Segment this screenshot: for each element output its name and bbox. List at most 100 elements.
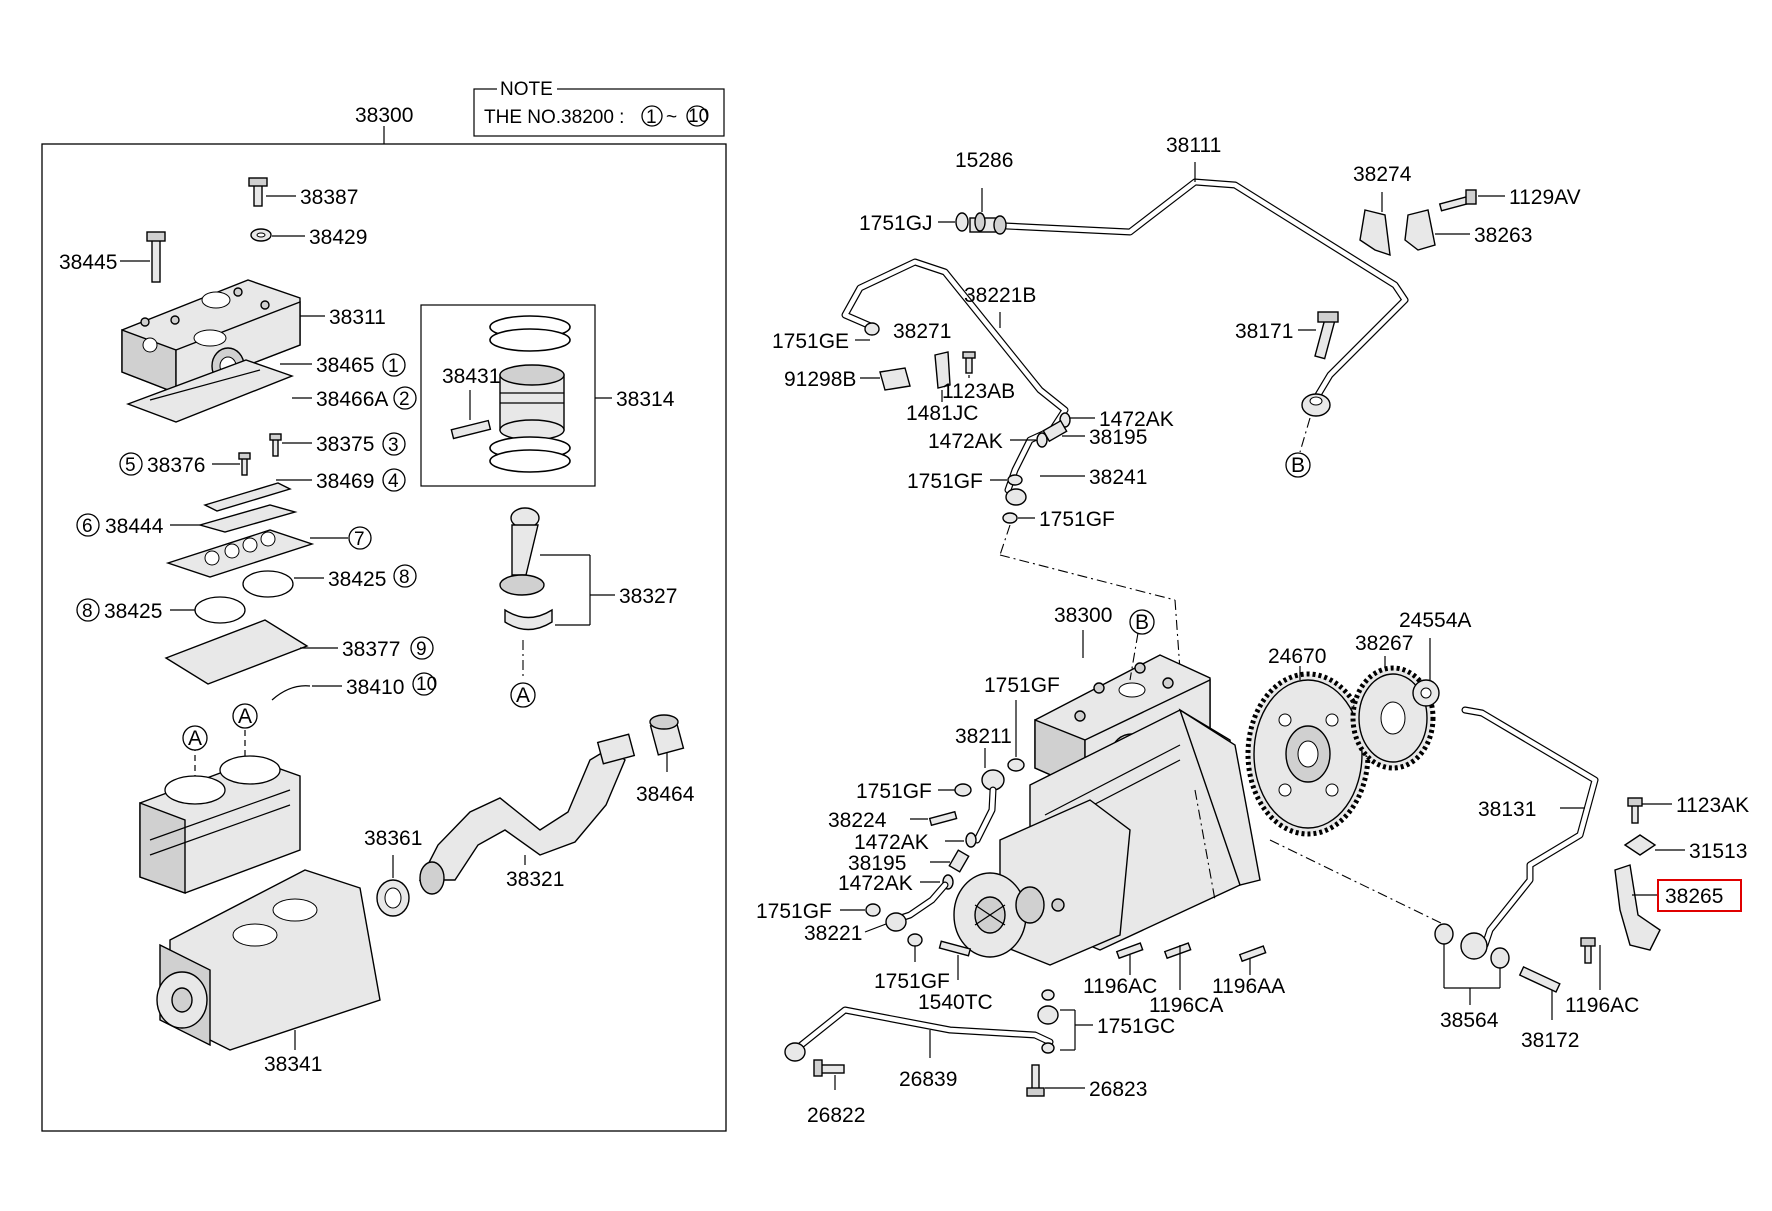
label-38410: 38410	[346, 676, 404, 699]
callout-1: 1	[388, 356, 399, 377]
callout-3: 3	[388, 435, 399, 456]
note-range-from: 1	[646, 107, 657, 128]
eyebolt-38211: 38211	[955, 725, 1012, 844]
label-1481JC: 1481JC	[906, 402, 978, 425]
bolt-26822: 26822	[807, 1059, 865, 1127]
bolt-1540TC: 1540TC	[918, 940, 993, 1014]
label-38221: 38221	[804, 922, 862, 945]
label-38195-bottom: 38195	[848, 852, 906, 875]
bolt-1129AV: 1129AV	[1438, 186, 1581, 212]
pipe-38111: 38111 B	[981, 134, 1409, 478]
dash-leader-2	[999, 554, 1176, 601]
connecting-rod-38327: 38327 A	[499, 507, 677, 708]
label-1751GF-f: 1751GF	[874, 970, 950, 993]
valve-plate-38444: 6 38444	[76, 504, 298, 538]
callout-5: 5	[125, 455, 136, 476]
gear-24670: 24670	[1245, 645, 1371, 837]
washer-1751GF-f: 1751GF	[874, 933, 950, 993]
label-38271: 38271	[893, 320, 951, 343]
bushing-38464: 38464	[636, 714, 695, 806]
label-26822: 26822	[807, 1104, 865, 1127]
label-38465: 38465	[316, 354, 374, 377]
ref-A-rod: A	[516, 684, 530, 707]
eyebolt-38241: 38241	[1005, 466, 1147, 506]
pipe-26839: 26839	[784, 1006, 1054, 1091]
label-15286: 15286	[955, 149, 1013, 172]
note-title: NOTE	[500, 79, 553, 100]
fitting-15286: 15286	[955, 149, 1013, 235]
bolt-1123AB: 1123AB	[942, 351, 1015, 403]
callout-6: 6	[82, 516, 93, 537]
bolt-1196AC-a: 1196AC	[1083, 942, 1157, 998]
bracket-1481JC: 1481JC	[906, 351, 978, 425]
callout-7: 7	[354, 529, 365, 550]
washer-38429: 38429	[250, 226, 367, 249]
washer-1751GF-a: 1751GF	[907, 470, 1023, 493]
assembly-box-38300: 38300	[41, 104, 727, 1132]
label-38211: 38211	[955, 725, 1012, 748]
pipe-38131: 38131	[1461, 706, 1599, 949]
label-38444: 38444	[105, 515, 164, 538]
nut-1472AK-b: 1472AK	[928, 430, 1048, 453]
seal-38361: 38361	[364, 827, 422, 917]
washer-38564: 38564	[1434, 923, 1510, 1032]
label-38171: 38171	[1235, 320, 1293, 343]
label-38314: 38314	[616, 388, 675, 411]
bracket-38265: 38265	[1614, 864, 1742, 951]
label-38445: 38445	[59, 251, 117, 274]
bolt-38387: 38387	[248, 177, 358, 209]
washers-1751GC: 1751GC	[1037, 989, 1175, 1054]
bolt-38224: 38224	[828, 809, 958, 832]
valve-plate-7: 7	[165, 526, 372, 578]
label-1123AK: 1123AK	[1676, 794, 1749, 817]
label-38327: 38327	[619, 585, 677, 608]
union-38195-bottom: 38195	[848, 849, 970, 875]
label-1751GF-d: 1751GF	[856, 780, 932, 803]
label-38466A: 38466A	[316, 388, 388, 411]
label-38267: 38267	[1355, 632, 1413, 655]
label-1123AB: 1123AB	[942, 380, 1015, 403]
crankcase-38341: 38341	[156, 869, 381, 1076]
label-38265[interactable]: 38265	[1665, 885, 1723, 908]
washer-1751GF-c: 1751GF	[984, 674, 1060, 772]
disc-38425-left: 8 38425	[76, 596, 246, 624]
screw-38375: 38375 3	[269, 432, 406, 457]
assembly-label: 38300	[355, 104, 413, 127]
label-38111: 38111	[1166, 134, 1221, 157]
label-26839: 26839	[899, 1068, 957, 1091]
union-38195-top: 38195	[1042, 419, 1147, 449]
label-38311: 38311	[329, 306, 386, 329]
callout-9: 9	[416, 639, 427, 660]
label-1472AK-d: 1472AK	[838, 872, 913, 895]
label-1751GJ: 1751GJ	[859, 212, 933, 235]
label-38274: 38274	[1353, 163, 1412, 186]
label-38431: 38431	[442, 365, 500, 388]
callout-4: 4	[388, 471, 399, 492]
dash-leader-4	[1194, 789, 1216, 901]
label-38195-top: 38195	[1089, 426, 1147, 449]
callout-8-left: 8	[82, 601, 93, 622]
label-38172: 38172	[1521, 1029, 1579, 1052]
label-38377: 38377	[342, 638, 400, 661]
washer-1751GF-b: 1751GF	[1002, 508, 1115, 531]
pipe-38221B: 38221B	[841, 258, 1069, 494]
bolt-1123AK: 1123AK	[1627, 794, 1749, 824]
callout-10: 10	[416, 674, 437, 695]
pin-38410: 38410 10	[271, 672, 437, 701]
label-38469: 38469	[316, 470, 374, 493]
gasket-38377: 38377 9	[164, 619, 434, 685]
bolt-38171: 38171	[1235, 311, 1339, 360]
dash-leader-3	[1174, 599, 1181, 671]
note-range-to: 10	[688, 106, 709, 127]
label-1196AC-b: 1196AC	[1565, 994, 1639, 1017]
label-1472AK-c: 1472AK	[854, 831, 929, 854]
label-38429: 38429	[309, 226, 367, 249]
bolt-1196CA: 1196CA	[1149, 942, 1223, 1017]
washer-1751GJ: 1751GJ	[859, 212, 969, 235]
label-24670: 24670	[1268, 645, 1326, 668]
plate-38469: 38469 4	[203, 468, 406, 512]
washer-1751GF-e: 1751GF	[756, 900, 881, 923]
label-38221B: 38221B	[964, 284, 1036, 307]
fitting-38271: 38271 1751GE	[772, 320, 951, 353]
nut-24554A: 24554A	[1399, 609, 1471, 707]
